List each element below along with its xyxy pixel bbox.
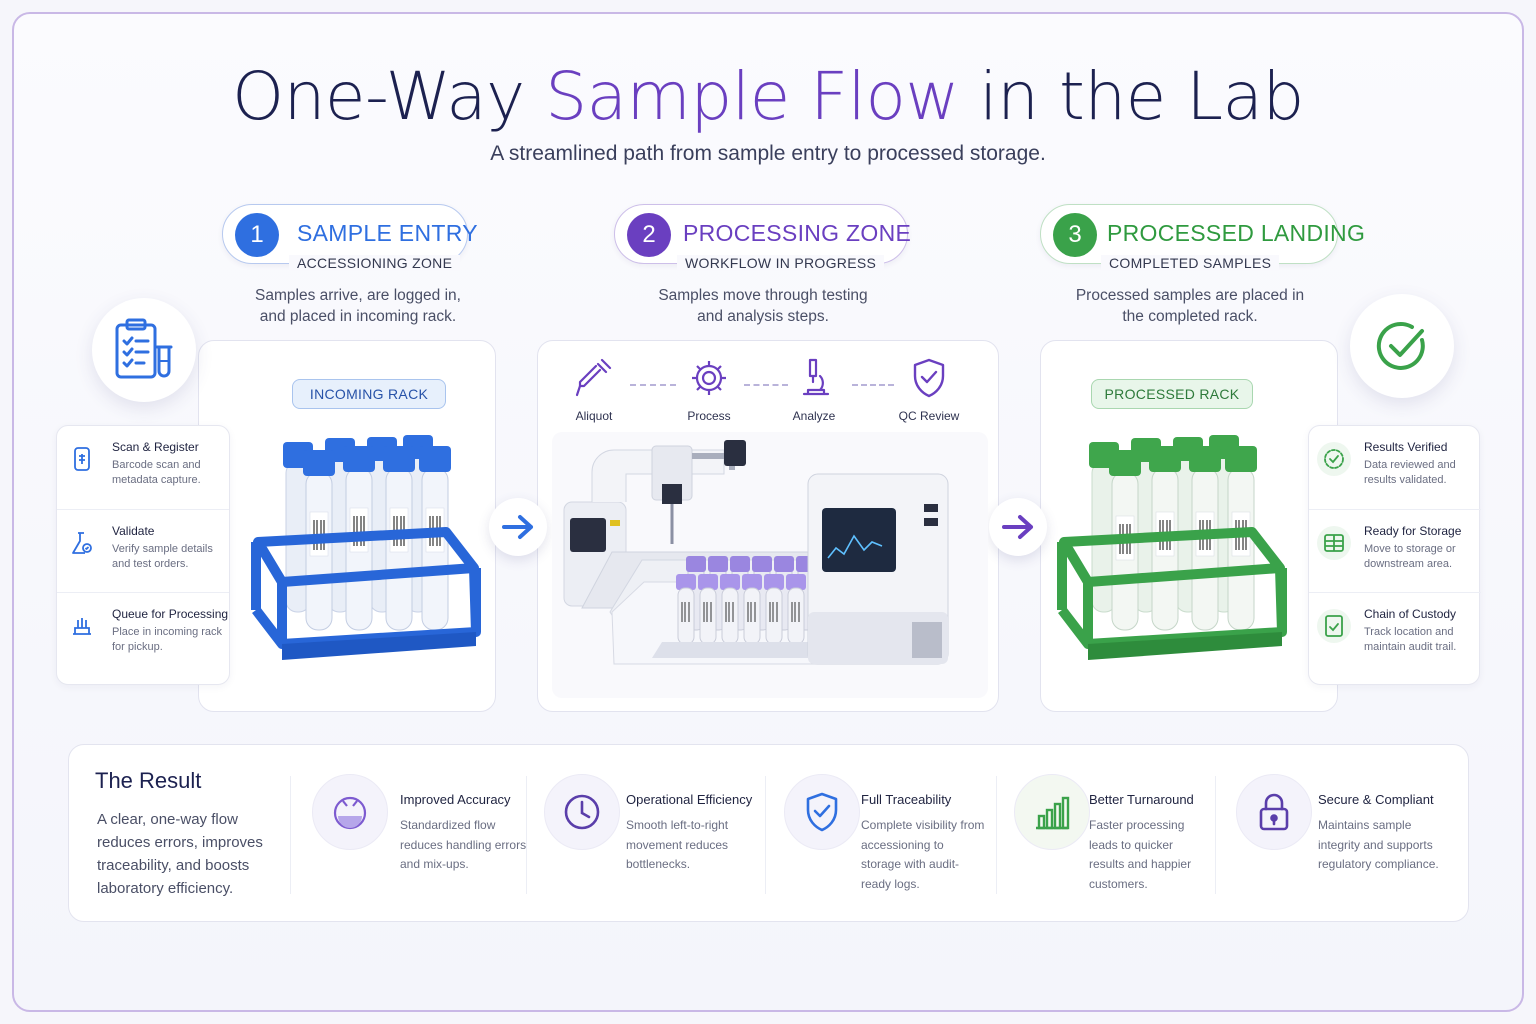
process-step-process: Process	[664, 356, 754, 423]
zone-description: Samples arrive, are logged in,and placed…	[255, 287, 461, 325]
padlock-icon	[1236, 774, 1312, 850]
liquid-handler	[563, 440, 746, 607]
step-connector	[744, 384, 788, 386]
process-step-qc-review: QC Review	[884, 356, 974, 423]
benefit-text: Standardized flow reduces handling error…	[400, 818, 527, 871]
microscope-icon	[802, 358, 830, 396]
check-circle-icon	[1350, 294, 1454, 398]
barcode-scanner-icon	[65, 442, 99, 476]
processed-rack-label: PROCESSED RACK	[1091, 379, 1253, 409]
step-connector	[852, 384, 894, 386]
gear-icon	[692, 361, 726, 395]
rack-queue-icon	[65, 609, 99, 643]
divider	[765, 776, 766, 894]
divider	[526, 776, 527, 894]
benefit-text: Smooth left-to-right movement reduces bo…	[626, 818, 729, 871]
clock-icon	[544, 774, 620, 850]
flow-arrow-purple	[989, 498, 1047, 556]
zone-subtitle: COMPLETED SAMPLES	[1101, 255, 1280, 271]
benefit-text: Maintains sample integrity and supports …	[1318, 818, 1439, 871]
verified-badge-icon	[1317, 442, 1351, 476]
entry-step: Scan & Register Barcode scan and metadat…	[57, 426, 229, 508]
document-check-icon	[1317, 609, 1351, 643]
benefit-title: Operational Efficiency	[626, 792, 753, 807]
zone-number-badge: 3	[1053, 213, 1097, 257]
zone-title: PROCESSING ZONE	[683, 220, 912, 246]
benefit-title: Better Turnaround	[1089, 792, 1194, 807]
analyzer-unit	[807, 473, 949, 665]
entry-step: Queue for Processing Place in incoming r…	[57, 592, 229, 674]
shield-check-icon	[784, 774, 860, 850]
landing-step: Chain of Custody Track location and main…	[1309, 592, 1481, 674]
process-step-analyze: Analyze	[769, 356, 859, 423]
processed-rack-illustration	[1057, 435, 1287, 660]
zone-number-badge: 1	[235, 213, 279, 257]
zone-subtitle: WORKFLOW IN PROGRESS	[677, 255, 885, 271]
benefit-text: Faster processing leads to quicker resul…	[1089, 818, 1192, 891]
divider	[1215, 776, 1216, 894]
zone-title: PROCESSED LANDING	[1107, 220, 1366, 246]
benefit-title: Secure & Compliant	[1318, 792, 1434, 807]
entry-step: Validate Verify sample details and test …	[57, 509, 229, 591]
benefit-title: Improved Accuracy	[400, 792, 511, 807]
incoming-rack-illustration	[251, 435, 481, 660]
result-panel	[68, 744, 1469, 922]
bar-chart-icon	[1014, 774, 1090, 850]
shield-check-icon	[913, 358, 945, 398]
page-title: One-Way Sample Flow in the Lab	[232, 58, 1304, 135]
result-title: The Result	[95, 768, 202, 793]
divider	[996, 776, 997, 894]
incoming-rack-label: INCOMING RACK	[292, 379, 446, 409]
lab-analyzer-illustration	[552, 432, 988, 698]
result-text: A clear, one-way flow reduces errors, im…	[97, 811, 263, 897]
entry-steps-card: Scan & Register Barcode scan and metadat…	[56, 425, 230, 685]
zone-header-processed-landing: 3 PROCESSED LANDING COMPLETED SAMPLES	[1040, 204, 1365, 271]
pipette-icon	[575, 358, 612, 397]
landing-steps-card: Results Verified Data reviewed and resul…	[1308, 425, 1481, 685]
clipboard-tube-icon	[92, 298, 196, 402]
step-connector	[630, 384, 676, 386]
flow-arrow-blue	[489, 498, 547, 556]
storage-grid-icon	[1317, 526, 1351, 560]
page-subtitle: A streamlined path from sample entry to …	[490, 142, 1046, 165]
process-step-aliquot: Aliquot	[549, 356, 639, 423]
landing-step: Ready for Storage Move to storage or dow…	[1309, 509, 1481, 591]
zone-header-processing: 2 PROCESSING ZONE WORKFLOW IN PROGRESS	[614, 204, 912, 271]
divider	[290, 776, 291, 894]
landing-step: Results Verified Data reviewed and resul…	[1309, 426, 1481, 508]
zone-subtitle: ACCESSIONING ZONE	[289, 255, 461, 271]
zone-number-badge: 2	[627, 213, 671, 257]
beaker-icon	[312, 774, 388, 850]
benefit-title: Full Traceability	[861, 792, 952, 807]
flask-check-icon	[65, 526, 99, 560]
zone-title: SAMPLE ENTRY	[297, 220, 478, 246]
benefit-text: Complete visibility from accessioning to…	[861, 818, 985, 891]
zone-header-sample-entry: 1 SAMPLE ENTRY ACCESSIONING ZONE	[222, 204, 478, 271]
